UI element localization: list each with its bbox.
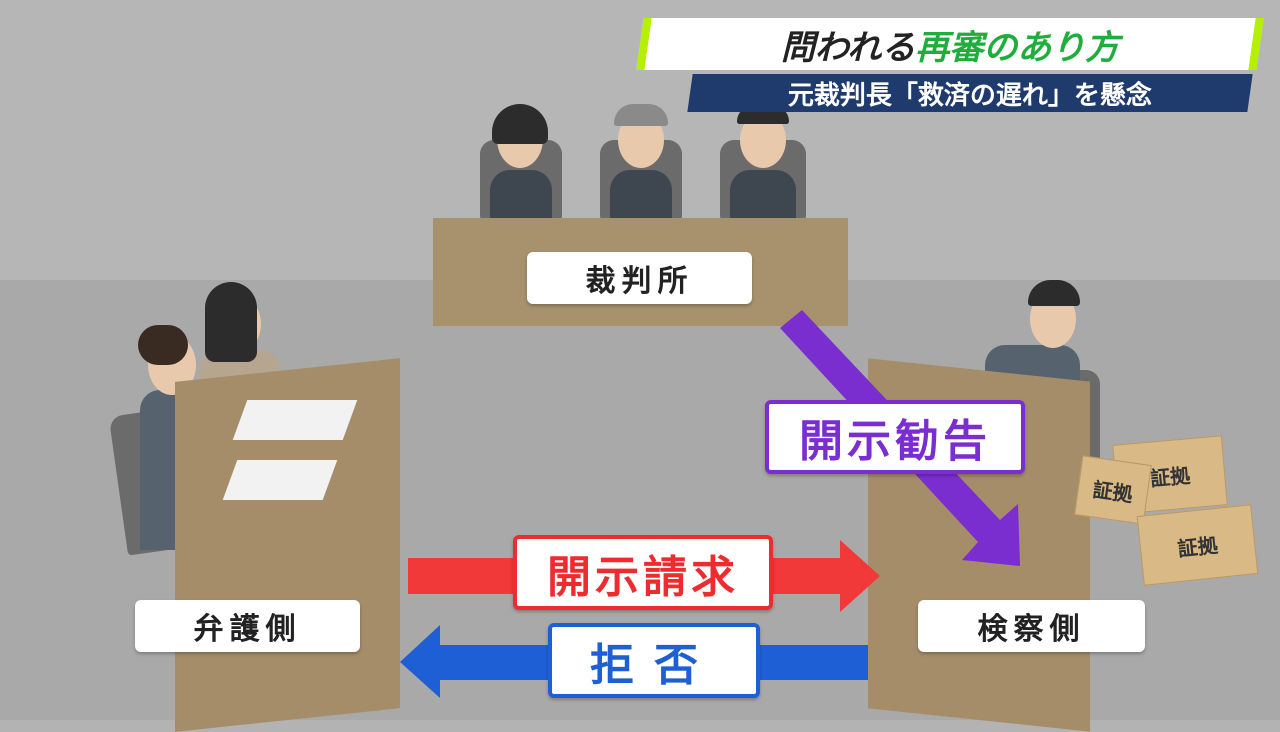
subheadline: 元裁判長「救済の遅れ」を懸念 bbox=[787, 80, 1152, 111]
prosecution-label: 検察側 bbox=[918, 600, 1145, 652]
court-label: 裁判所 bbox=[527, 252, 752, 304]
defense-label: 弁護側 bbox=[135, 600, 360, 652]
headline-part2: 再審のあり方 bbox=[915, 27, 1120, 68]
headline-banner: 問われる再審のあり方 bbox=[636, 18, 1264, 70]
disclosure-recommendation-label: 開示勧告 bbox=[765, 400, 1025, 474]
subheadline-banner: 元裁判長「救済の遅れ」を懸念 bbox=[687, 74, 1253, 112]
disclosure-request-label: 開示請求 bbox=[513, 535, 773, 610]
channel-logo: SBS bbox=[1200, 28, 1253, 56]
refusal-label: 拒否 bbox=[548, 623, 760, 698]
headline-part1: 問われる bbox=[780, 27, 916, 68]
